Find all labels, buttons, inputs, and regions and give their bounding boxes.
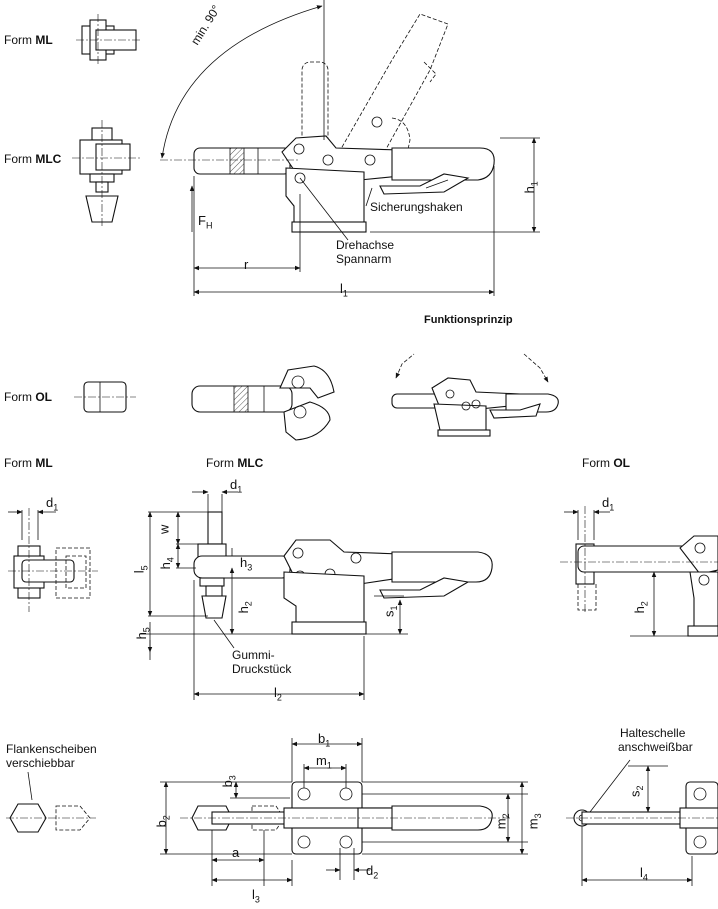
clamp-label-2: anschweißbar [618,740,693,754]
ml-top-endview [76,14,142,66]
washers-label-1: Flankenscheiben [6,742,97,756]
dim-w: w [156,524,172,534]
dim-d1-ol: d1 [602,495,615,513]
force-label: FH [198,213,213,231]
safety-hook-label: Sicherungshaken [370,200,463,214]
dim-l3: l3 [252,887,260,905]
dim-m3: m3 [525,813,544,830]
ml-sec-view [8,508,98,612]
form-mlc-top-label: Form MLC [4,152,62,166]
pivot-label-2: Spannarm [336,252,392,266]
dim-b2: b2 [153,815,172,828]
dim-l2: l2 [274,685,282,703]
dim-a: a [232,845,240,860]
dim-h1: h1 [521,181,540,194]
dim-d1-mlc: d1 [230,477,243,495]
dim-r: r [244,257,249,272]
dim-h3: h3 [240,555,253,573]
dim-b1: b1 [318,731,331,749]
dim-h2-ol: h2 [631,601,650,614]
rubber-label-1: Gummi- [232,648,275,662]
pivot-label-1: Drehachse [336,238,395,252]
ol-sec-view [560,506,718,637]
ol-mid-views [74,365,335,441]
form-ol-mid-label: Form OL [4,390,53,404]
form-ml-top-label: Form ML [4,33,53,47]
form-ml-sec-label: Form ML [4,456,53,470]
washers-label-2: verschiebbar [6,756,75,770]
washer-top-view [6,771,96,833]
form-ol-sec-label: Form OL [582,456,631,470]
principle-title: Funktionsprinzip [424,314,513,326]
dim-h4: h4 [157,557,176,570]
mlc-sec-view [140,489,493,700]
dim-s1: s1 [381,605,400,618]
dim-b3: b3 [219,775,238,788]
dim-s2: s2 [627,785,646,798]
dim-m1: m1 [316,753,332,771]
dim-m2: m2 [493,813,512,830]
clamp-weld-view [566,759,718,886]
dim-l1: l1 [340,281,348,299]
clamp-label-1: Halteschelle [620,726,686,740]
mlc-top-endview [72,120,140,228]
main-clamp-sideview [160,0,540,296]
rubber-label-2: Druckstück [232,662,292,676]
dim-h2-mlc: h2 [235,601,254,614]
clamp-top-view [160,738,528,886]
form-mlc-sec-label: Form MLC [206,456,264,470]
dim-l4: l4 [640,865,648,883]
dim-d1-ml: d1 [46,495,59,513]
dim-l5: l5 [131,565,150,574]
dim-h5: h5 [133,627,152,640]
dim-d2: d2 [366,863,379,881]
principle-sketch [391,353,559,437]
